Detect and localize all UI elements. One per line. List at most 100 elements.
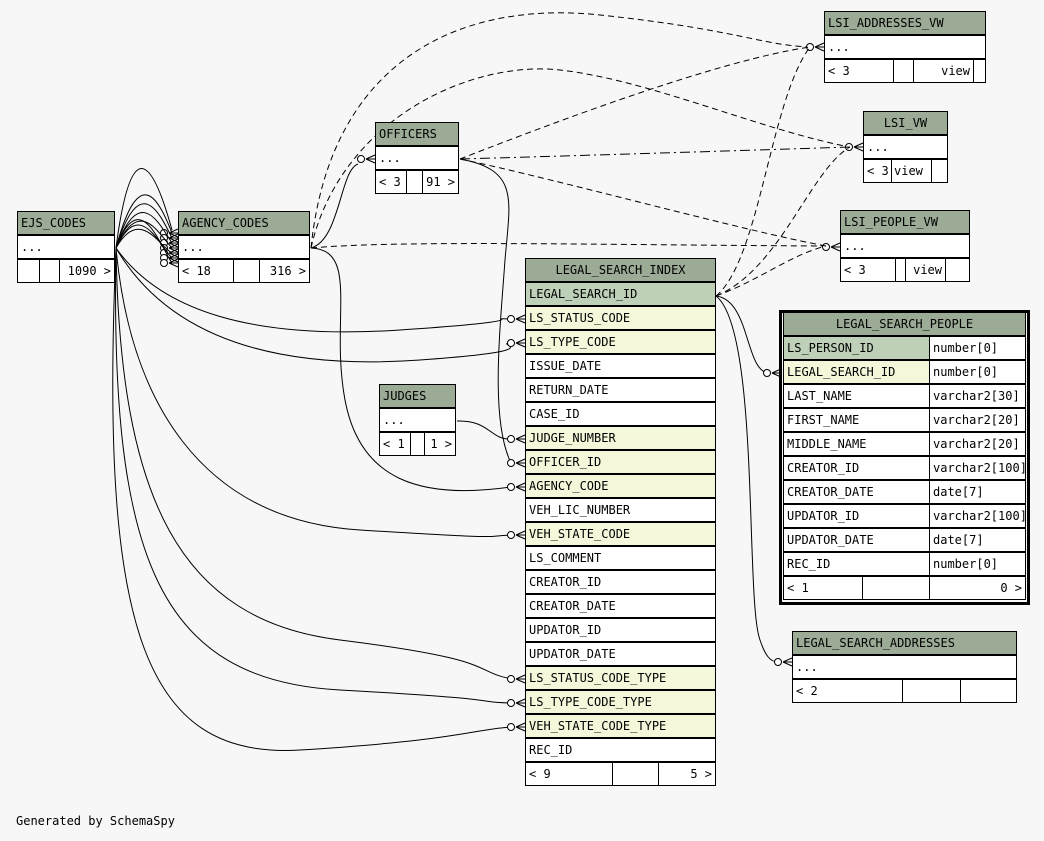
table-kind: view xyxy=(891,160,931,182)
agency-lsi-view-edge xyxy=(310,68,851,249)
column-row[interactable]: LS_STATUS_CODE_TYPE xyxy=(525,666,716,690)
column-name: MIDDLE_NAME xyxy=(787,437,867,451)
agency-lsi-edge xyxy=(310,247,512,492)
column-row[interactable]: AGENCY_CODE xyxy=(525,474,716,498)
table-judges[interactable]: JUDGES ... < 1 1 > xyxy=(379,384,456,457)
column-name: LEGAL_SEARCH_ID xyxy=(787,365,896,379)
column-row[interactable]: CREATOR_DATE xyxy=(525,594,716,618)
table-title: LEGAL_SEARCH_PEOPLE xyxy=(783,312,1026,336)
column-row[interactable]: ISSUE_DATE xyxy=(525,354,716,378)
column-name: CASE_ID xyxy=(529,407,580,421)
column-name: LS_STATUS_CODE xyxy=(529,311,631,325)
column-row[interactable]: LS_TYPE_CODE_TYPE xyxy=(525,690,716,714)
column-row[interactable]: LS_COMMENT xyxy=(525,546,716,570)
column-row[interactable]: LEGAL_SEARCH_ID xyxy=(525,282,716,306)
column-name: CREATOR_ID xyxy=(529,575,602,589)
table-ejs-codes[interactable]: EJS_CODES ... 1090 > xyxy=(17,211,115,284)
child-count: 91 > xyxy=(422,171,458,193)
column-row[interactable]: UPDATOR_DATE xyxy=(525,642,716,666)
table-agency-codes[interactable]: AGENCY_CODES ... < 18 316 > xyxy=(178,211,310,284)
officers-addresses-view-edge xyxy=(459,46,811,160)
column-row[interactable]: CASE_ID xyxy=(525,402,716,426)
column-row[interactable]: VEH_LIC_NUMBER xyxy=(525,498,716,522)
lsi-people-view-edge xyxy=(715,245,827,297)
column-count xyxy=(410,433,424,455)
column-row[interactable]: REC_ID xyxy=(525,738,716,762)
column-name: UPDATOR_DATE xyxy=(787,533,874,547)
column-name: JUDGE_NUMBER xyxy=(529,431,616,445)
column-name: VEH_STATE_CODE xyxy=(529,527,631,541)
table-lsi-vw[interactable]: LSI_VW ... < 3 view xyxy=(863,111,948,184)
column-name: OFFICER_ID xyxy=(529,455,602,469)
table-title: LSI_VW xyxy=(863,111,948,135)
officers-people-view-edge xyxy=(459,158,827,247)
column-count xyxy=(893,60,913,82)
parent-count: < 1 xyxy=(787,581,809,595)
collapsed-columns: ... xyxy=(21,240,43,254)
generated-by-credit: Generated by SchemaSpy xyxy=(16,814,175,828)
column-row[interactable]: JUDGE_NUMBER xyxy=(525,426,716,450)
column-count xyxy=(862,577,929,599)
table-title: LSI_PEOPLE_VW xyxy=(840,210,970,234)
table-legal-search-addresses[interactable]: LEGAL_SEARCH_ADDRESSES ... < 2 xyxy=(792,631,1017,704)
collapsed-columns: ... xyxy=(796,660,818,674)
collapsed-columns: ... xyxy=(383,413,405,427)
ejs-agency-edge xyxy=(115,168,173,249)
column-row[interactable]: OFFICER_ID xyxy=(525,450,716,474)
table-title: OFFICERS xyxy=(375,122,459,146)
column-name: LS_TYPE_CODE_TYPE xyxy=(529,695,652,709)
crows-foot-marker xyxy=(507,530,526,540)
parent-count: < 2 xyxy=(796,684,818,698)
column-type: varchar2[100] xyxy=(929,505,1025,527)
judges-lsi-edge xyxy=(456,420,512,440)
crows-foot-marker xyxy=(806,42,825,52)
ejs-lsi-edge xyxy=(115,247,512,538)
ejs-lsi-edge xyxy=(115,247,512,363)
table-title: LEGAL_SEARCH_INDEX xyxy=(525,258,716,282)
column-type: date[7] xyxy=(929,481,1025,503)
crows-foot-marker xyxy=(507,698,526,708)
column-name: LS_COMMENT xyxy=(529,551,602,565)
column-row[interactable]: LS_STATUS_CODE xyxy=(525,306,716,330)
column-name: CREATOR_DATE xyxy=(529,599,616,613)
table-officers[interactable]: OFFICERS ... < 3 91 > xyxy=(375,122,459,195)
column-type: number[0] xyxy=(929,337,1025,359)
collapsed-columns: ... xyxy=(828,40,850,54)
table-title: EJS_CODES xyxy=(17,211,115,235)
crows-foot-marker xyxy=(507,314,526,324)
column-row[interactable]: VEH_STATE_CODE xyxy=(525,522,716,546)
column-row[interactable]: VEH_STATE_CODE_TYPE xyxy=(525,714,716,738)
table-lsi-addresses-vw[interactable]: LSI_ADDRESSES_VW ... < 3 view xyxy=(824,11,986,84)
officers-lsi-edge xyxy=(459,158,512,464)
crows-foot-marker xyxy=(507,338,526,348)
crows-foot-marker xyxy=(507,482,526,492)
column-row[interactable]: UPDATOR_ID xyxy=(525,618,716,642)
ejs-lsi-edge xyxy=(115,247,512,704)
child-count: 0 > xyxy=(929,577,1025,599)
collapsed-columns: ... xyxy=(379,151,401,165)
table-legal-search-index[interactable]: LEGAL_SEARCH_INDEX LEGAL_SEARCH_ID LS_STA… xyxy=(525,258,716,787)
column-name: ISSUE_DATE xyxy=(529,359,602,373)
column-type: varchar2[20] xyxy=(929,433,1025,455)
column-row[interactable]: CREATOR_ID xyxy=(525,570,716,594)
parent-count: < 3 xyxy=(867,164,889,178)
column-type: number[0] xyxy=(929,553,1025,575)
column-row[interactable]: MIDDLE_NAME varchar2[20] xyxy=(783,432,1026,456)
lsi-people-edge xyxy=(715,295,769,374)
column-row[interactable]: LS_TYPE_CODE xyxy=(525,330,716,354)
column-row[interactable]: RETURN_DATE xyxy=(525,378,716,402)
crows-foot-marker xyxy=(774,657,793,667)
table-lsi-people-vw[interactable]: LSI_PEOPLE_VW ... < 3 view xyxy=(840,210,970,283)
column-name: REC_ID xyxy=(529,743,573,757)
